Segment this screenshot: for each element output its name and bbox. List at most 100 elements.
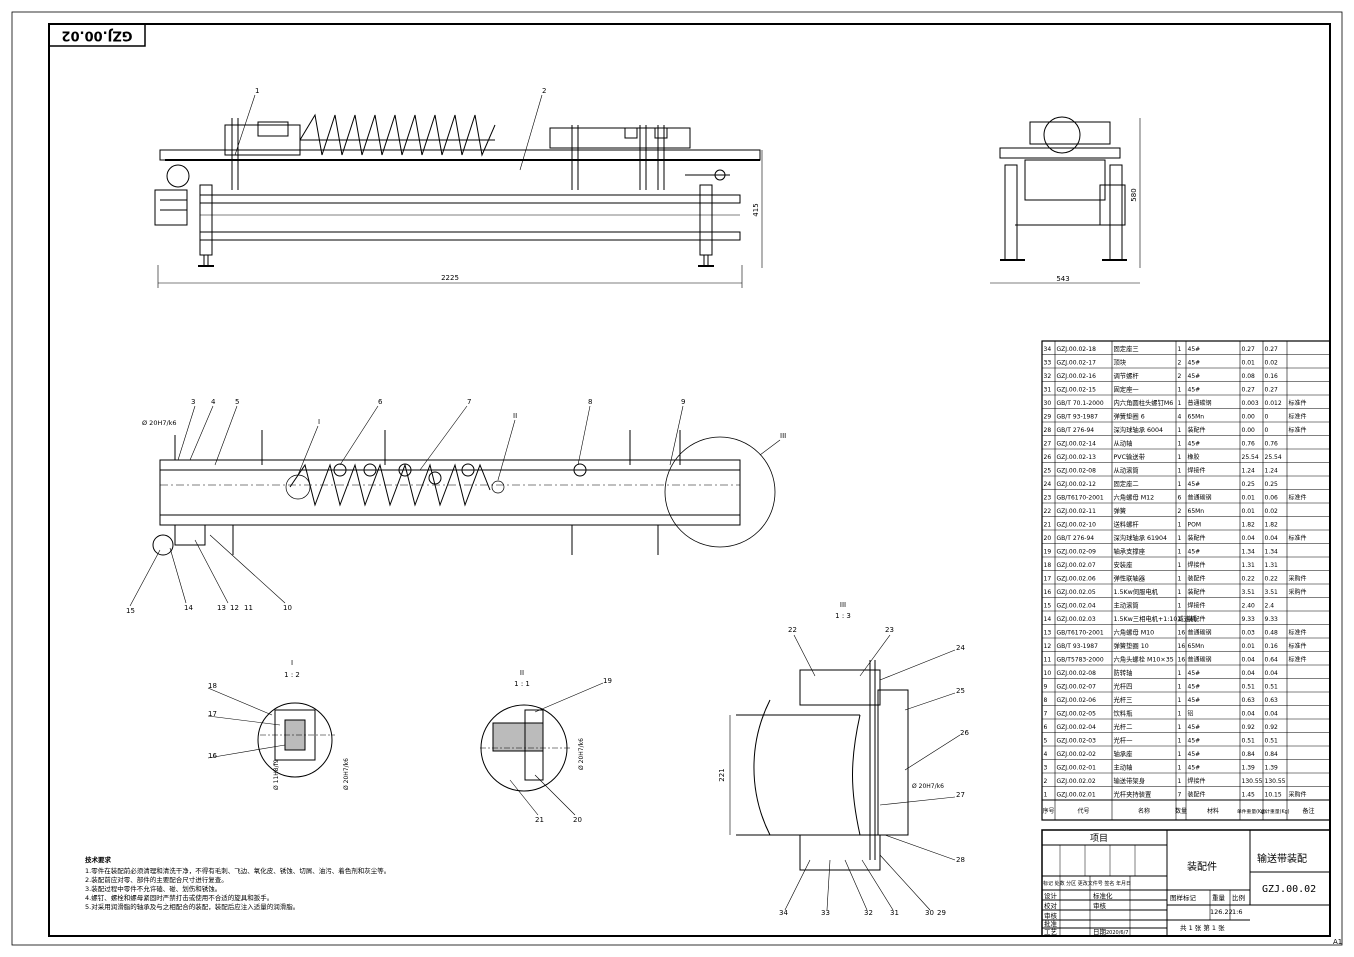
callout-24: 24 <box>956 644 965 652</box>
bom-cell: 1 <box>1178 738 1182 745</box>
tech-requirements: 技术要求 1.零件在装配前必须清理和清洗干净，不得有毛刺、飞边、氧化皮、锈蚀、切… <box>85 855 390 911</box>
tb-mark-row: 标记 处数 分区 更改文件号 签名 年月日 <box>1043 880 1131 887</box>
bom-cell: 0.25 <box>1265 481 1279 488</box>
bom-cell: 深沟球轴承 6004 <box>1114 425 1164 434</box>
tb-std: 标准化 <box>1093 891 1113 900</box>
bom-cell: 1.5Kw伺服电机 <box>1114 587 1159 596</box>
bom-cell: 130.55 <box>1242 778 1263 785</box>
bom-cell: GZJ.00.02-11 <box>1057 508 1097 515</box>
bom-cell: 16 <box>1178 657 1186 664</box>
bom-cell: 4 <box>1044 751 1048 758</box>
bom-cell: 21 <box>1044 522 1052 529</box>
bom-cell: 1.82 <box>1265 522 1279 529</box>
bom-cell: GZJ.00.02-02 <box>1057 751 1097 758</box>
bom-cell: 装配件 <box>1188 588 1206 596</box>
callout-6: 6 <box>378 398 383 406</box>
bom-cell: 130.55 <box>1265 778 1286 785</box>
bom-cell: 1 <box>1178 711 1182 718</box>
bom-cell: 11 <box>1044 657 1052 664</box>
bom-cell: GB/T 93-1987 <box>1057 414 1099 421</box>
bom-cell: 29 <box>1044 414 1052 421</box>
bom-cell: 23 <box>1044 495 1052 502</box>
bom-cell: 65Mn <box>1188 643 1205 650</box>
bom-cell: 光杆三 <box>1114 695 1133 704</box>
bom-cell: 1.24 <box>1265 468 1279 475</box>
bom-cell: GZJ.00.02-03 <box>1057 738 1097 745</box>
bom-cell: 1 <box>1178 778 1182 785</box>
detail-III-scale: 1 : 3 <box>835 612 851 620</box>
bom-cell: 1 <box>1178 589 1182 596</box>
dim-length: 2225 <box>441 274 459 282</box>
bom-cell: 0.51 <box>1265 738 1279 745</box>
detail-II-title: II <box>520 669 524 677</box>
bom-cell: 45# <box>1188 387 1201 394</box>
bom-cell: 9 <box>1044 684 1048 691</box>
bom-cell: 0.04 <box>1242 670 1256 677</box>
bom-cell: 主动轴 <box>1114 763 1133 772</box>
bom-cell: GZJ.00.02-16 <box>1057 373 1097 380</box>
bom-cell: 1 <box>1044 792 1048 799</box>
bom-header-cell: 材料 <box>1207 807 1219 815</box>
bom-cell: 45# <box>1188 738 1201 745</box>
bom-cell: 从动轴 <box>1114 439 1133 448</box>
callout-4: 4 <box>211 398 216 406</box>
callout-28: 28 <box>956 856 965 864</box>
callout-34: 34 <box>779 909 788 917</box>
bom-cell: 标准件 <box>1289 629 1307 637</box>
tech-line-4: 4.螺钉、螺栓和螺母紧固时严禁打击或使用不合适的旋具和扳手。 <box>85 893 273 902</box>
callout-3: 3 <box>191 398 195 406</box>
title-block <box>1041 829 1331 937</box>
bom-cell: 0.63 <box>1265 697 1279 704</box>
fit-III: Ø 20H7/k6 <box>912 783 944 790</box>
bom-cell: 1 <box>1178 522 1182 529</box>
front-view <box>154 113 763 288</box>
bom-cell: GZJ.00.02-09 <box>1057 549 1097 556</box>
bom-cell: 顶块 <box>1114 358 1127 367</box>
bom-cell: 装配件 <box>1188 791 1206 799</box>
callout-27: 27 <box>956 791 965 799</box>
bom-cell: 45# <box>1188 697 1201 704</box>
bom-cell: 6 <box>1044 724 1048 731</box>
bom-cell: 0.22 <box>1265 576 1279 583</box>
tb-date-label: 日期 <box>1093 928 1107 936</box>
callout-13: 13 <box>217 604 226 612</box>
tb-scale-label: 比例 <box>1232 893 1245 902</box>
bom-cell: 0.64 <box>1265 657 1279 664</box>
bom-cell: 0.04 <box>1242 657 1256 664</box>
tech-line-3: 3.装配过程中零件不允许磕、碰、划伤和锈蚀。 <box>85 884 221 893</box>
bom-cell: 弹性联轴器 <box>1114 574 1146 583</box>
bom-cell: GZJ.00.02-10 <box>1057 522 1097 529</box>
bom-cell: 10.15 <box>1265 792 1282 799</box>
bom-cell: 9.33 <box>1242 616 1256 623</box>
bom-cell: GZJ.00.02-04 <box>1057 724 1097 731</box>
callout-9: 9 <box>681 398 685 406</box>
bom-cell: GZJ.00.02-01 <box>1057 765 1097 772</box>
bom-cell: 45# <box>1188 751 1201 758</box>
callout-30: 30 <box>925 909 934 917</box>
callout-23: 23 <box>885 626 894 634</box>
bom-cell: 0.84 <box>1242 751 1256 758</box>
left-leg <box>199 184 213 256</box>
bom-cell: 45# <box>1188 441 1201 448</box>
top-view <box>152 430 776 556</box>
top-view-callouts: 3 4 5 6 7 8 9 10 11 12 13 14 15 I II III <box>126 398 786 615</box>
bom-cell: POM <box>1188 522 1202 529</box>
bom-cell: 2 <box>1044 778 1048 785</box>
sheet-size: A1 <box>1333 938 1342 946</box>
bom-cell: 防转轴 <box>1114 668 1133 677</box>
bom-cell: 普通碳钢 <box>1188 399 1212 407</box>
bom-cell: 24 <box>1044 481 1052 488</box>
bom-cell: 六角螺母 M10 <box>1114 628 1155 637</box>
